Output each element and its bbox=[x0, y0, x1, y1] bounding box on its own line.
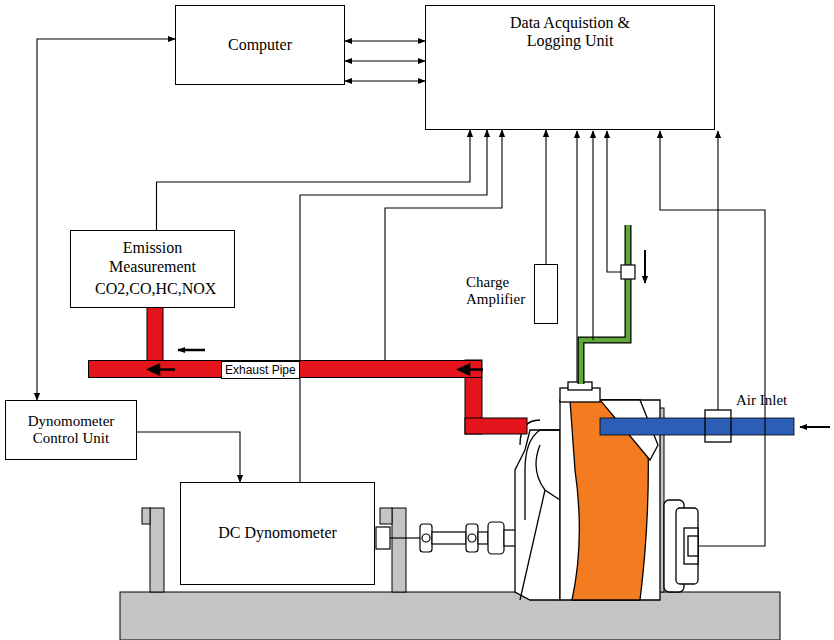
emission-analyzer-box: Emission MeasurementCO2,CO,HC,NOX bbox=[70, 230, 235, 308]
part-label: Air Inlet bbox=[736, 392, 787, 409]
amplifier-box bbox=[534, 264, 558, 324]
sensor-wires bbox=[577, 131, 765, 546]
base-plate bbox=[120, 592, 780, 640]
flow-arrows bbox=[178, 250, 830, 427]
signal-connector bbox=[157, 130, 471, 230]
node-label: DC Dynomometer bbox=[218, 524, 337, 542]
exhaust-pipe: Exhaust Pipe bbox=[88, 360, 482, 378]
signal-connector bbox=[345, 60, 425, 61]
drive-shaft bbox=[376, 522, 528, 554]
dyno-control-box: Dynomometer Control Unit bbox=[5, 400, 137, 460]
signal-connector bbox=[137, 432, 240, 482]
node-label: Emission Measurement bbox=[95, 239, 210, 276]
signal-connector bbox=[300, 130, 487, 482]
flow-arrow bbox=[149, 365, 175, 374]
node-label: CO2,CO,HC,NOX bbox=[95, 280, 210, 298]
engine bbox=[515, 382, 698, 600]
dynamometer-box: DC Dynomometer bbox=[180, 482, 375, 585]
fuel-line-fill bbox=[581, 225, 628, 384]
node-label: Exhaust Pipe bbox=[221, 361, 300, 379]
signal-connector bbox=[545, 130, 546, 264]
signal-connector bbox=[345, 80, 425, 81]
signal-connector bbox=[37, 39, 175, 400]
fuel-line bbox=[581, 225, 628, 384]
node-label: Charge Amplifier bbox=[466, 274, 528, 309]
charge-amplifier: Charge Amplifier bbox=[462, 262, 558, 328]
signal-connector bbox=[385, 130, 502, 360]
computer-box: Computer bbox=[175, 5, 345, 85]
node-label: Data Acquistion & Logging Unit bbox=[503, 14, 638, 51]
daq-unit-box: Data Acquistion & Logging Unit bbox=[425, 5, 715, 130]
fuel-flow-sensor bbox=[621, 265, 635, 279]
signal-connector bbox=[345, 40, 425, 41]
air-flow-meter bbox=[705, 410, 731, 442]
node-label: Computer bbox=[228, 36, 292, 54]
node-label: Dynomometer Control Unit bbox=[6, 413, 136, 448]
flow-arrow bbox=[459, 365, 483, 374]
